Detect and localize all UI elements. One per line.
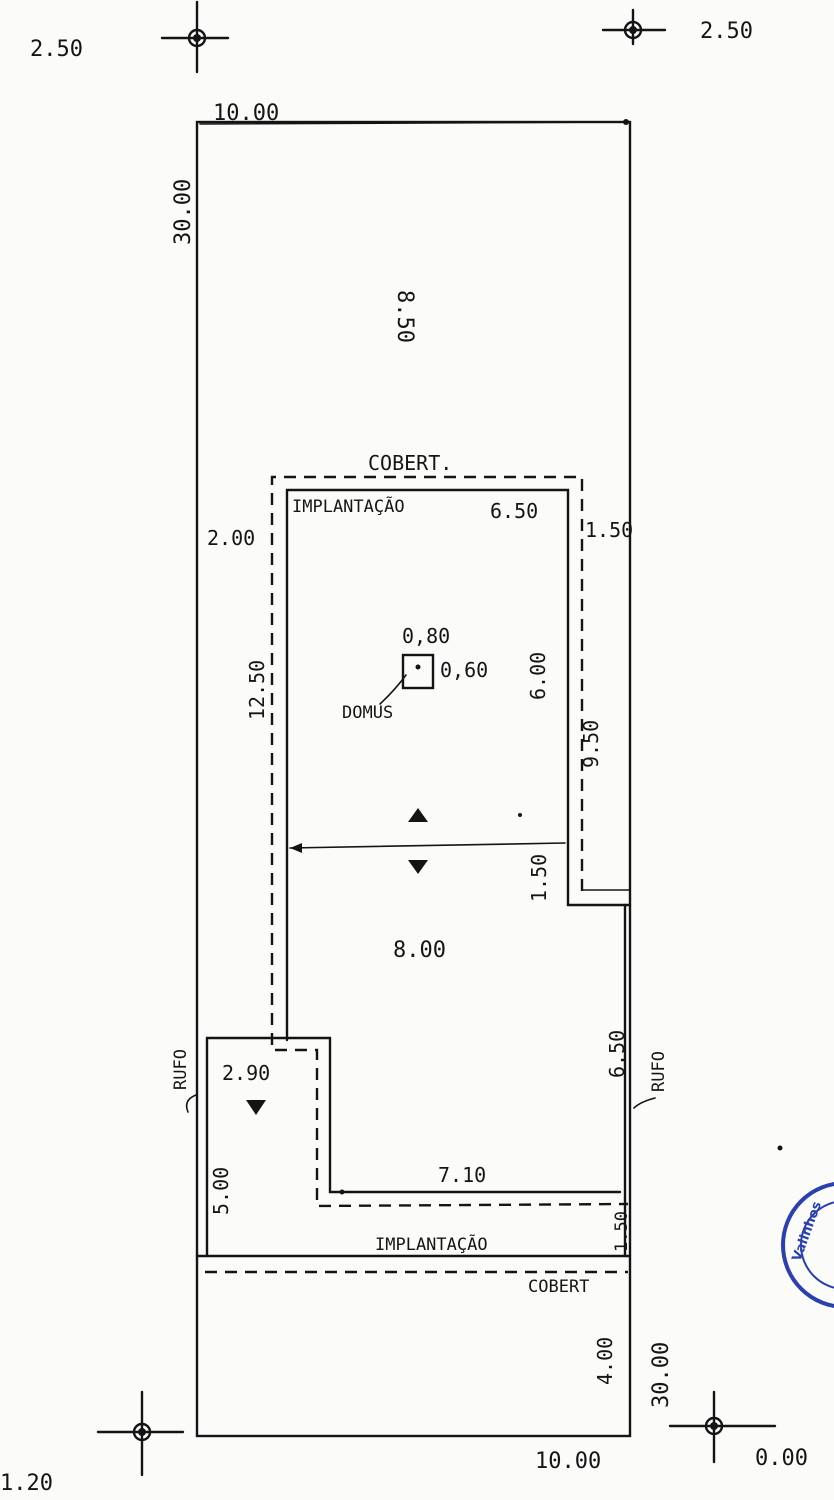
annex-outline bbox=[205, 1036, 622, 1258]
domus-leader bbox=[379, 674, 407, 705]
lot-depth-right: 30.00 bbox=[649, 1342, 674, 1408]
rufo-label-right: RUFO bbox=[649, 1051, 669, 1092]
level-top-right: 2.50 bbox=[700, 19, 753, 44]
cobert-label-top: COBERT. bbox=[368, 451, 452, 475]
triangle-down-icon bbox=[408, 860, 428, 874]
dim-cobert-depth: 12.50 bbox=[245, 660, 269, 720]
house-outline bbox=[285, 488, 632, 1042]
lot-depth-left: 30.00 bbox=[171, 179, 196, 245]
domus-box bbox=[401, 653, 435, 690]
dim-left-offset: 2.00 bbox=[207, 526, 255, 550]
dim-bottom-step: 1.50 bbox=[612, 1211, 632, 1252]
dim-center-width: 8.00 bbox=[393, 938, 446, 963]
dim-right-cobert-depth: 9.50 bbox=[579, 720, 603, 768]
top-dimension-line bbox=[199, 121, 629, 125]
dim-rear-setback: 4.00 bbox=[593, 1337, 617, 1385]
rufo-right-arrow bbox=[633, 1097, 656, 1109]
municipal-stamp: Valinhos bbox=[781, 1181, 834, 1309]
front-setback: 8.50 bbox=[392, 290, 417, 343]
level-marker-top-left bbox=[160, 0, 230, 74]
lot-width-top: 10.00 bbox=[213, 101, 279, 126]
cobert-outline-upper bbox=[270, 475, 584, 1045]
domus-width: 0,80 bbox=[402, 624, 450, 648]
width-dimension-line bbox=[289, 842, 566, 849]
level-bottom-left: 1.20 bbox=[0, 1471, 53, 1496]
dim-right-offset: 1.50 bbox=[585, 518, 633, 542]
lot-width-bottom: 10.00 bbox=[535, 1449, 601, 1474]
rufo-left-arrow bbox=[185, 1094, 197, 1113]
dim-annex-width: 2.90 bbox=[222, 1061, 270, 1085]
cobert-label-bottom: COBERT bbox=[528, 1277, 589, 1297]
domus-label: DOMUS bbox=[342, 703, 393, 723]
dim-house-upper-depth: 6.00 bbox=[526, 652, 550, 700]
level-marker-top-right bbox=[601, 8, 667, 46]
domus-height: 0,60 bbox=[440, 658, 488, 682]
level-bottom-right: 0.00 bbox=[755, 1446, 808, 1471]
rufo-label-left: RUFO bbox=[171, 1049, 191, 1090]
cobert-outline-lower bbox=[275, 1048, 629, 1208]
level-marker-bottom-left bbox=[96, 1390, 185, 1477]
level-top-left: 2.50 bbox=[30, 37, 83, 62]
dim-step-depth: 1.50 bbox=[527, 854, 551, 902]
implantacao-label-bottom: IMPLANTAÇÃO bbox=[375, 1233, 488, 1255]
level-marker-bottom-right bbox=[668, 1390, 777, 1464]
dim-annex-depth: 5.00 bbox=[209, 1167, 233, 1215]
dim-bottom-width: 7.10 bbox=[438, 1163, 486, 1187]
annex-triangle-icon bbox=[246, 1100, 266, 1115]
implantacao-label-top: IMPLANTAÇÃO bbox=[292, 495, 405, 517]
triangle-up-icon bbox=[408, 808, 428, 822]
lot-boundary bbox=[195, 120, 632, 1438]
dim-right-lower-depth: 6.50 bbox=[605, 1030, 629, 1078]
dim-inner-width: 6.50 bbox=[490, 499, 538, 523]
